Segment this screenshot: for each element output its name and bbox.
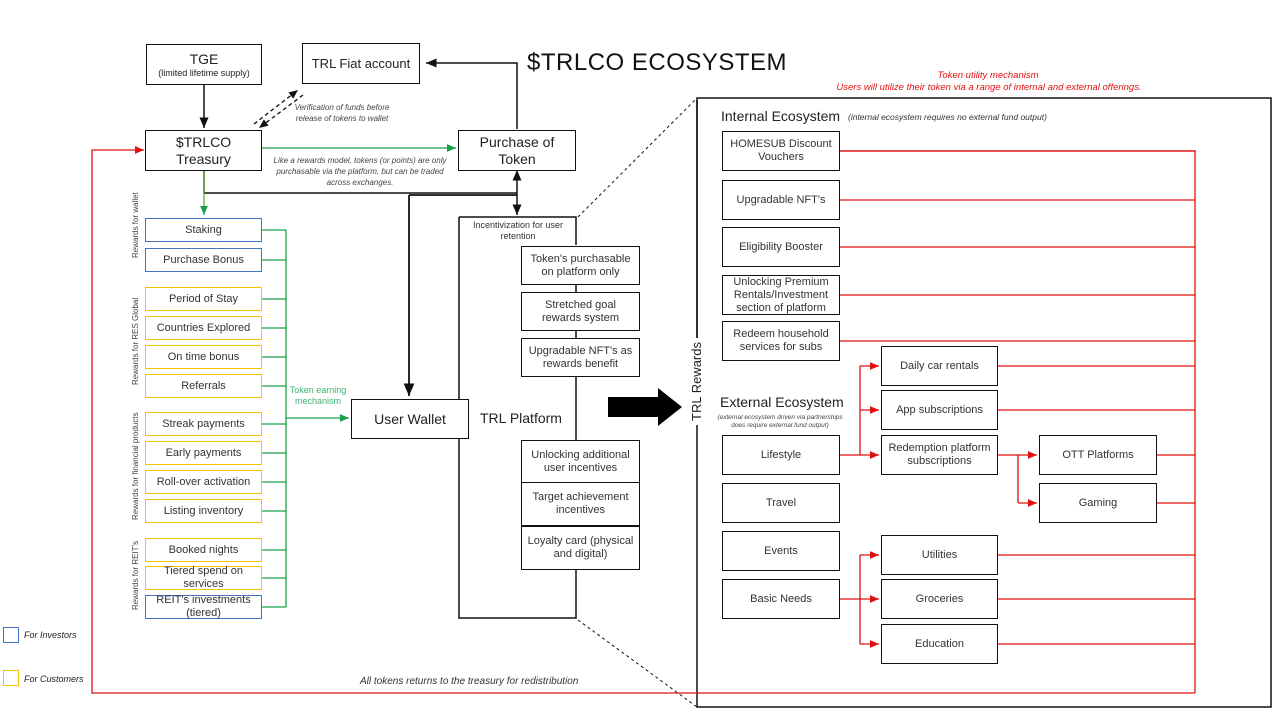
external-title: External Ecosystem: [720, 394, 844, 410]
reward-item-box: Countries Explored: [145, 316, 262, 340]
reward-item-box: Tiered spend on services: [145, 565, 262, 590]
verification-arrow-down: [258, 94, 304, 129]
legend-customer-swatch: [3, 670, 19, 686]
redemption-item-box: OTT Platforms: [1039, 435, 1157, 475]
internal-item-box: HOMESUB Discount Vouchers: [722, 131, 840, 171]
purchase-to-fiat-arrow: [426, 58, 518, 129]
platform-frame: [459, 216, 577, 245]
big-arrow-icon: [608, 388, 682, 426]
rewards-model-note: Like a rewards model, tokens (or points)…: [273, 156, 447, 187]
zoom-line-bottom: [577, 619, 698, 708]
tge-box: TGE (limited lifetime supply): [146, 44, 262, 85]
legend-investor-swatch: [3, 627, 19, 643]
platform-title: TRL Platform: [480, 410, 562, 426]
redemption-item-box: Gaming: [1039, 483, 1157, 523]
reward-group-label: Rewards for REIT's: [131, 540, 140, 610]
internal-title: Internal Ecosystem: [721, 108, 841, 124]
verification-note: Verification of funds before release of …: [294, 103, 390, 123]
lifestyle-item-box: App subscriptions: [881, 390, 998, 430]
basic-needs-item-box: Groceries: [881, 579, 998, 619]
external-note: (external ecosystem driven via partnersh…: [717, 414, 843, 429]
legend-customer-label: For Customers: [24, 674, 84, 684]
tge-title: TGE: [189, 50, 219, 67]
treasury-line1: $TRLCO: [175, 133, 232, 150]
platform-item-box: Target achievement incentives: [521, 482, 640, 526]
reward-item-box: Staking: [145, 218, 262, 242]
reward-group-label: Rewards for financial products: [131, 412, 140, 520]
platform-item-box: Upgradable NFT's as rewards benefit: [521, 338, 640, 377]
internal-item-box: Redeem household services for subs: [722, 321, 840, 361]
return-to-treasury-arrow: [91, 146, 1195, 694]
earning-bus: [262, 229, 287, 608]
platform-item-box: Stretched goal rewards system: [521, 292, 640, 331]
tge-subtitle: (limited lifetime supply): [158, 67, 250, 78]
earning-label-line1: Token earning: [289, 385, 347, 395]
reward-item-box: REIT's investments (tiered): [145, 594, 262, 619]
treasury-box: $TRLCO Treasury: [145, 130, 262, 171]
external-category-box: Basic Needs: [722, 579, 840, 619]
reward-item-box: Roll-over activation: [145, 470, 262, 494]
platform-item-box: Unlocking additional user incentives: [521, 440, 640, 484]
internal-item-box: Unlocking Premium Rentals/Investment sec…: [722, 275, 840, 315]
page-title: $TRLCO ECOSYSTEM: [527, 49, 788, 76]
internal-item-box: Upgradable NFT's: [722, 180, 840, 220]
reward-item-box: Period of Stay: [145, 287, 262, 311]
trl-rewards-label: TRL Rewards: [689, 338, 704, 425]
internal-note: (internal ecosystem requires no external…: [848, 112, 1047, 122]
user-wallet-box: User Wallet: [351, 399, 469, 439]
verification-arrow-up: [253, 89, 299, 125]
legend-investor-label: For Investors: [24, 630, 77, 640]
earning-label-line2: mechanism: [294, 396, 341, 406]
reward-item-box: Listing inventory: [145, 499, 262, 523]
external-category-box: Lifestyle: [722, 435, 840, 475]
purchase-token-box: Purchase of Token: [458, 130, 576, 171]
basic-needs-item-box: Utilities: [881, 535, 998, 575]
purchase-line1: Purchase of: [479, 133, 555, 150]
external-category-box: Events: [722, 531, 840, 571]
external-category-box: Travel: [722, 483, 840, 523]
reward-item-box: Early payments: [145, 441, 262, 465]
reward-item-box: Booked nights: [145, 538, 262, 562]
utility-subtitle: Users will utilize their token via a ran…: [836, 82, 1142, 93]
basic-needs-item-box: Education: [881, 624, 998, 664]
return-note: All tokens returns to the treasury for r…: [360, 676, 579, 687]
platform-header: Incentivization for user retention: [472, 220, 564, 241]
platform-item-box: Loyalty card (physical and digital): [521, 526, 640, 570]
purchase-line2: Token: [498, 150, 536, 167]
platform-item-box: Token's purchasable on platform only: [521, 246, 640, 285]
reward-group-label: Rewards for wallet: [131, 192, 140, 258]
zoom-line-top: [577, 97, 698, 218]
lifestyle-item-box: Redemption platform subscriptions: [881, 435, 998, 475]
utility-title: Token utility mechanism: [937, 70, 1039, 81]
reward-item-box: Referrals: [145, 374, 262, 398]
reward-item-box: Purchase Bonus: [145, 248, 262, 272]
lifestyle-item-box: Daily car rentals: [881, 346, 998, 386]
fiat-account-box: TRL Fiat account: [302, 43, 420, 84]
treasury-line2: Treasury: [176, 150, 231, 167]
utility-flows: [840, 150, 1196, 693]
earning-label: Token earning mechanism: [288, 385, 348, 407]
internal-item-box: Eligibility Booster: [722, 227, 840, 267]
reward-group-label: Rewards for RES Global: [131, 297, 140, 385]
reward-item-box: Streak payments: [145, 412, 262, 436]
reward-item-box: On time bonus: [145, 345, 262, 369]
